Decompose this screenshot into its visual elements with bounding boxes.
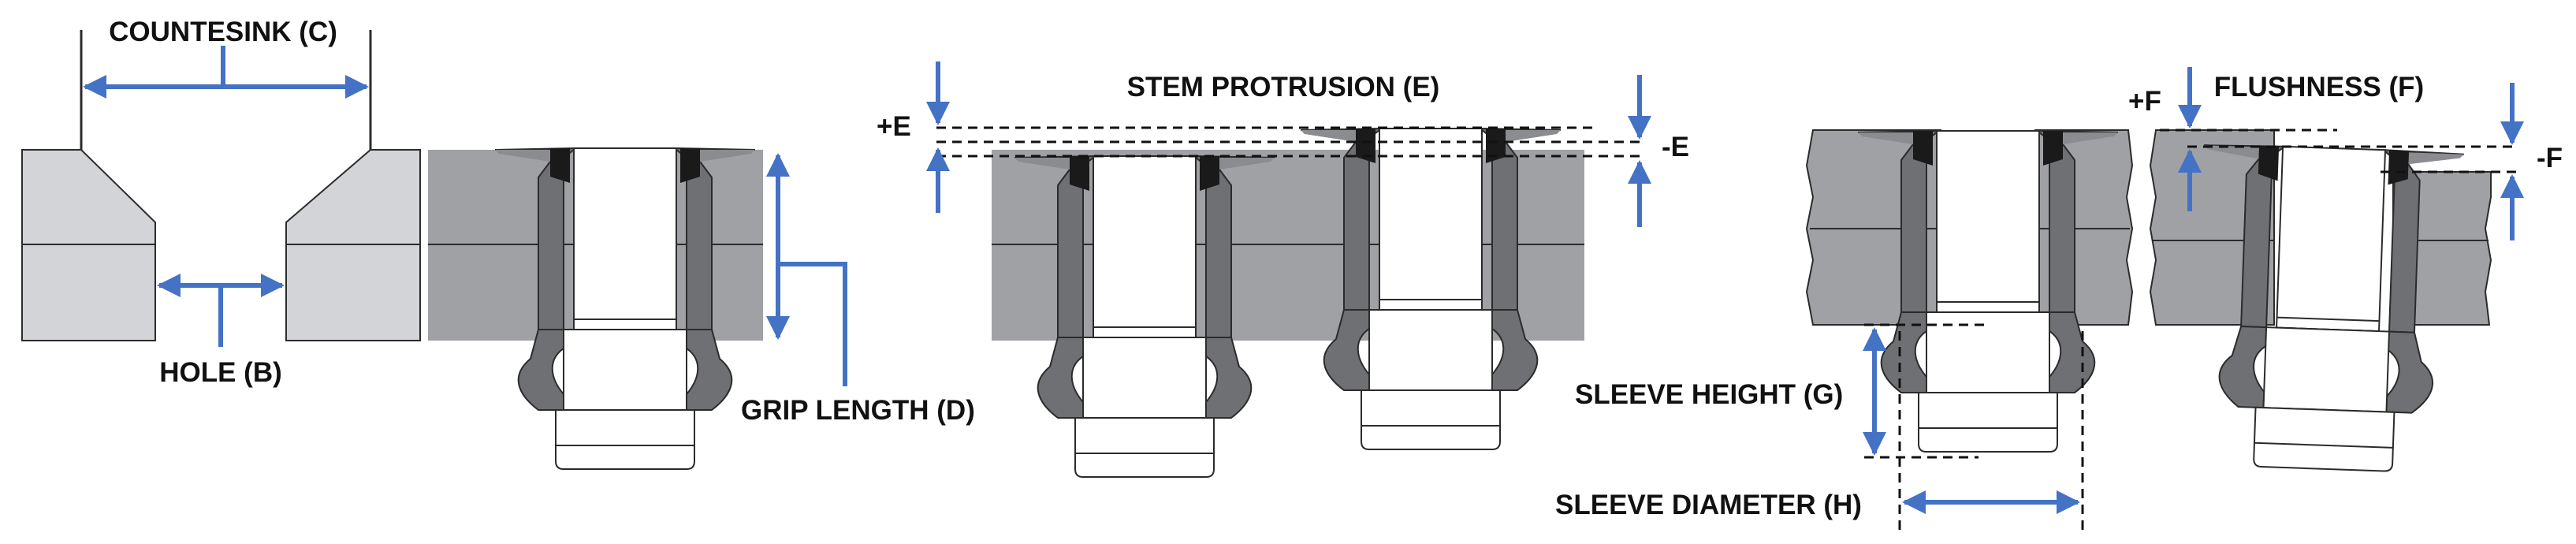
hole-label: HOLE (B) <box>159 357 282 388</box>
sleeve-height-label: SLEEVE HEIGHT (G) <box>1575 379 1843 410</box>
minus-f-label: -F <box>2537 143 2563 173</box>
leader-line <box>778 262 847 386</box>
sleeve-panel: SLEEVE HEIGHT (G) SLEEVE DIAMETER (H) <box>1555 129 2134 532</box>
countersink-hole-panel: COUNTESINK (C) HOLE (B) <box>21 17 421 388</box>
stem-protrusion-panel: STEM PROTRUSION (E) +E -E <box>877 61 1689 478</box>
plus-f-label: +F <box>2128 86 2161 117</box>
countersink-label: COUNTESINK (C) <box>109 17 337 47</box>
grip-length-label: GRIP LENGTH (D) <box>741 395 975 426</box>
flushness-panel: FLUSHNESS (F) +F -F <box>2128 67 2563 475</box>
stem-protrusion-label: STEM PROTRUSION (E) <box>1127 72 1440 102</box>
grip-length-panel: GRIP LENGTH (D) <box>428 147 975 470</box>
sleeve-diameter-label: SLEEVE DIAMETER (H) <box>1555 490 1862 520</box>
flushness-label: FLUSHNESS (F) <box>2214 72 2424 102</box>
plus-e-label: +E <box>877 111 911 142</box>
minus-e-label: -E <box>1662 132 1689 162</box>
